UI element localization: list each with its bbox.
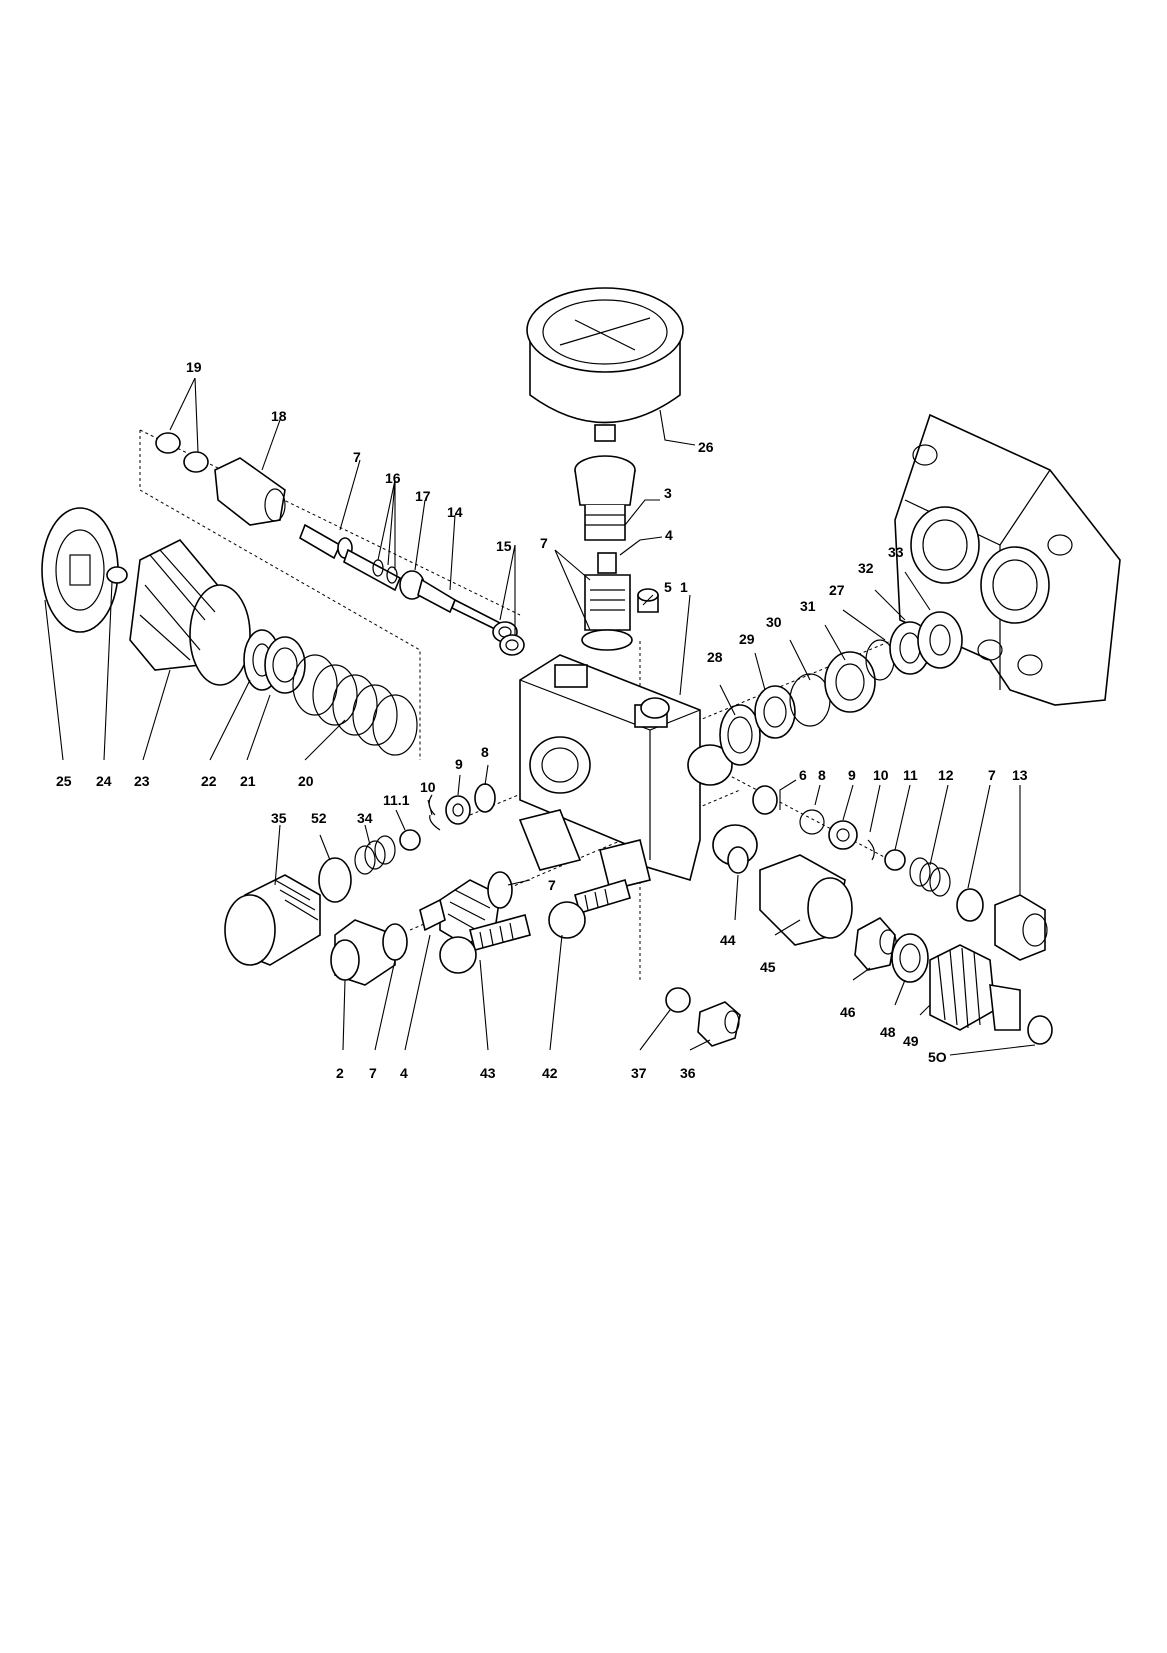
callout-26: 26 <box>698 439 714 455</box>
piston-rod <box>299 523 502 632</box>
inlet-fitting-45 <box>727 846 853 946</box>
fitting-36 <box>697 1001 741 1047</box>
callout-31: 31 <box>800 598 816 614</box>
callout-37: 37 <box>631 1065 647 1081</box>
callout-4-bottom: 4 <box>400 1065 408 1081</box>
callout-34: 34 <box>357 810 373 826</box>
callout-30: 30 <box>766 614 782 630</box>
callout-10-right: 10 <box>873 767 889 783</box>
leader-lines <box>44 377 1036 1056</box>
callout-28: 28 <box>707 649 723 665</box>
callout-52: 52 <box>311 810 327 826</box>
seal-stack <box>719 611 963 766</box>
callout-46: 46 <box>840 1004 856 1020</box>
callout-4-top: 4 <box>665 527 673 543</box>
callout-25: 25 <box>56 773 72 789</box>
callout-7-center: 7 <box>540 535 548 551</box>
callout-32: 32 <box>858 560 874 576</box>
callout-27: 27 <box>829 582 845 598</box>
washer-48 <box>891 933 929 983</box>
sleeve-46 <box>854 916 897 971</box>
bolt-42 <box>548 878 631 939</box>
callout-48: 48 <box>880 1024 896 1040</box>
callout-23: 23 <box>134 773 150 789</box>
spring-20 <box>292 654 418 756</box>
callout-7-lower-mid: 7 <box>548 877 556 893</box>
callout-19: 19 <box>186 359 202 375</box>
callout-22: 22 <box>201 773 217 789</box>
callout-33: 33 <box>888 544 904 560</box>
callout-29: 29 <box>739 631 755 647</box>
o-rings-15 <box>492 621 525 656</box>
callout-42: 42 <box>542 1065 558 1081</box>
plug-2 <box>330 919 408 986</box>
callout-18: 18 <box>271 408 287 424</box>
screw-5 <box>637 588 659 613</box>
pressure-gauge <box>526 287 684 442</box>
callout-9-left: 9 <box>455 756 463 772</box>
adjustment-knob <box>129 539 251 686</box>
callout-50: 5O <box>928 1049 947 1065</box>
callout-7-right: 7 <box>988 767 996 783</box>
knob-cap <box>41 507 119 633</box>
nut-24 <box>106 566 128 584</box>
washer-21 <box>264 636 306 694</box>
callout-2: 2 <box>336 1065 344 1081</box>
callout-8-left: 8 <box>481 744 489 760</box>
callout-49: 49 <box>903 1033 919 1049</box>
callout-16: 16 <box>385 470 401 486</box>
gauge-adapter <box>574 455 636 541</box>
callout-24: 24 <box>96 773 112 789</box>
callout-21: 21 <box>240 773 256 789</box>
quick-coupler-49 <box>929 944 1053 1045</box>
callout-labels: 1 2 3 4 4 5 6 7 7 7 7 7 8 8 9 9 10 10 11… <box>56 359 1028 1081</box>
valve-body <box>518 654 758 891</box>
check-valve-right <box>752 785 1048 961</box>
callout-6: 6 <box>799 767 807 783</box>
callout-44: 44 <box>720 932 736 948</box>
callout-1: 1 <box>680 579 688 595</box>
callout-9-right: 9 <box>848 767 856 783</box>
callout-13: 13 <box>1012 767 1028 783</box>
callout-20: 20 <box>298 773 314 789</box>
callout-11: 11 <box>903 767 918 783</box>
callout-12: 12 <box>938 767 954 783</box>
fitting-18 <box>214 457 286 526</box>
callout-14: 14 <box>447 504 463 520</box>
callout-15: 15 <box>496 538 512 554</box>
check-valve-left <box>318 783 496 903</box>
callout-7-top-left: 7 <box>353 449 361 465</box>
callout-43: 43 <box>480 1065 496 1081</box>
callout-5: 5 <box>664 579 672 595</box>
callout-17: 17 <box>415 488 431 504</box>
callout-7-bottom: 7 <box>369 1065 377 1081</box>
callout-3: 3 <box>664 485 672 501</box>
plug-35 <box>224 874 321 966</box>
nuts-19 <box>155 432 209 473</box>
callout-45: 45 <box>760 959 776 975</box>
callout-8-right: 8 <box>818 767 826 783</box>
callout-10-left: 10 <box>420 779 436 795</box>
bolt-43 <box>439 914 531 974</box>
callout-11-1: 11.1 <box>383 792 410 808</box>
callout-35: 35 <box>271 810 287 826</box>
valve-cartridge-top <box>581 552 633 651</box>
callout-36: 36 <box>680 1065 696 1081</box>
o-ring-37 <box>665 987 691 1013</box>
